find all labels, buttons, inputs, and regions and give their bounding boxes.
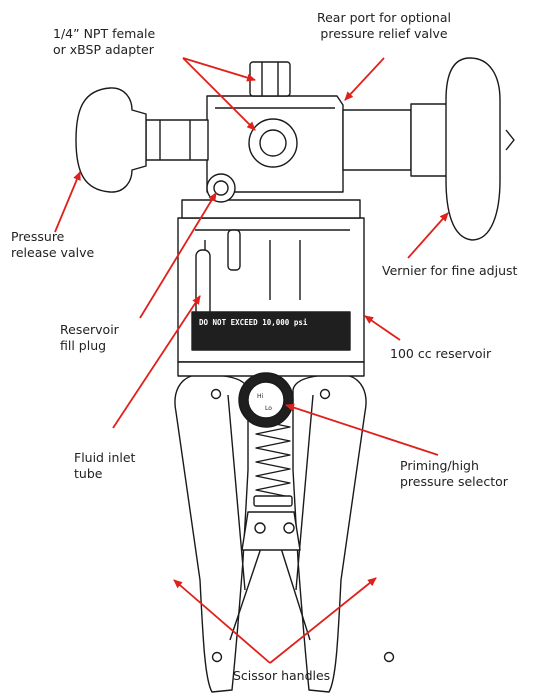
arrow-vernier [407, 212, 449, 259]
label-adapter: 1/4” NPT female or xBSP adapter [53, 26, 156, 57]
left-handle-pin-bottom [211, 651, 223, 663]
label-selector: Priming/high pressure selector [400, 458, 508, 489]
label-vernier: Vernier for fine adjust [382, 263, 518, 278]
label-reservoir: 100 cc reservoir [390, 346, 492, 361]
right-scissor-handle [292, 374, 367, 693]
arrow-selector [285, 403, 439, 456]
arrow-handles-left [173, 579, 271, 664]
selector-mark-lo: Lo [265, 405, 272, 412]
arrow-reservoir [364, 315, 401, 341]
pump-head [181, 199, 361, 219]
label-fill-plug: Reservoir fill plug [60, 322, 119, 353]
selector-mark-hi: Hi [257, 393, 264, 400]
arrow-handles-right [269, 577, 377, 664]
arrow-adapter-to-nut [182, 57, 256, 82]
label-inlet-tube: Fluid inlet tube [74, 450, 136, 481]
left-handle-pin-top [210, 388, 222, 400]
return-spring [255, 419, 291, 498]
arrow-adapter-to-port [182, 57, 256, 131]
label-release-valve: Pressure release valve [11, 229, 95, 260]
arrow-inlet-tube [112, 295, 201, 429]
arrow-rear-port [344, 57, 385, 101]
adapter-nut [249, 61, 291, 97]
left-scissor-handle [174, 374, 249, 693]
release-valve-knob [75, 87, 147, 193]
warning-plate [191, 311, 351, 351]
right-handle-pin-bottom [383, 651, 395, 663]
arrow-fill-plug [139, 192, 217, 319]
vernier-knob [445, 57, 501, 241]
warning-plate-text: DO NOT EXCEED 10,000 psi [199, 318, 308, 327]
label-handles: Scissor handles [233, 668, 331, 683]
label-rear-port: Rear port for optional pressure relief v… [316, 10, 451, 41]
right-handle-pin-top [319, 388, 331, 400]
arrow-release-valve [54, 171, 81, 233]
linkage-block [241, 511, 301, 551]
